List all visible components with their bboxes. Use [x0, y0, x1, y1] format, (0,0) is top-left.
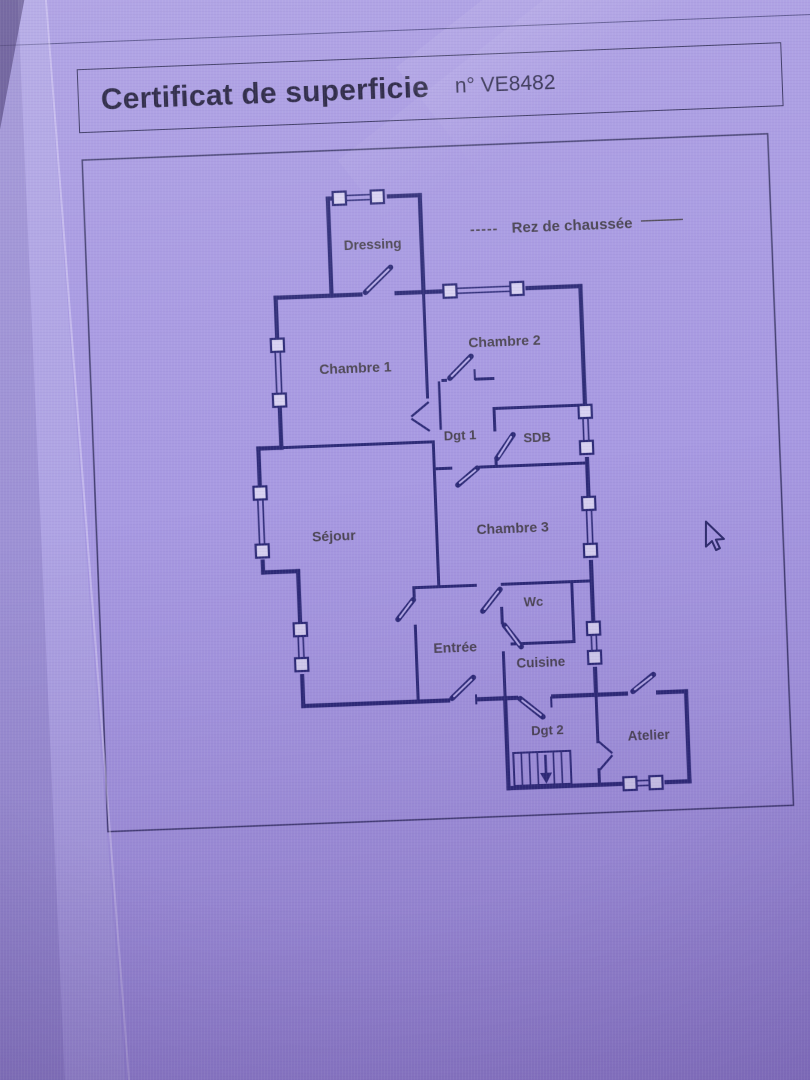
- windows: [257, 193, 652, 787]
- room-label-sdb: SDB: [523, 429, 551, 445]
- stairs-icon: [512, 749, 573, 788]
- room-label-dgt-2: Dgt 2: [531, 722, 564, 738]
- window-posts: [252, 188, 664, 792]
- room-label-cuisine: Cuisine: [516, 654, 566, 671]
- floor-label-dashes-right: ———: [641, 210, 684, 228]
- room-label-chambre-3: Chambre 3: [476, 518, 549, 537]
- room-label-dressing: Dressing: [343, 236, 401, 253]
- room-labels: ----- Rez de chaussée ——— Dressing Chamb…: [312, 210, 684, 744]
- floor-label-dashes-left: -----: [470, 220, 499, 237]
- room-label-chambre-2: Chambre 2: [468, 332, 541, 351]
- room-label-atelier: Atelier: [627, 727, 670, 744]
- wall-openings: [253, 190, 665, 790]
- room-label-dgt-1: Dgt 1: [443, 427, 476, 443]
- doors: [362, 264, 657, 771]
- room-label-chambre-1: Chambre 1: [319, 358, 392, 377]
- room-label-entree: Entrée: [433, 638, 477, 656]
- room-label-wc: Wc: [523, 594, 543, 610]
- plan-frame: [81, 133, 795, 833]
- room-label-sejour: Séjour: [312, 527, 357, 545]
- floor-label: Rez de chaussée: [511, 215, 632, 237]
